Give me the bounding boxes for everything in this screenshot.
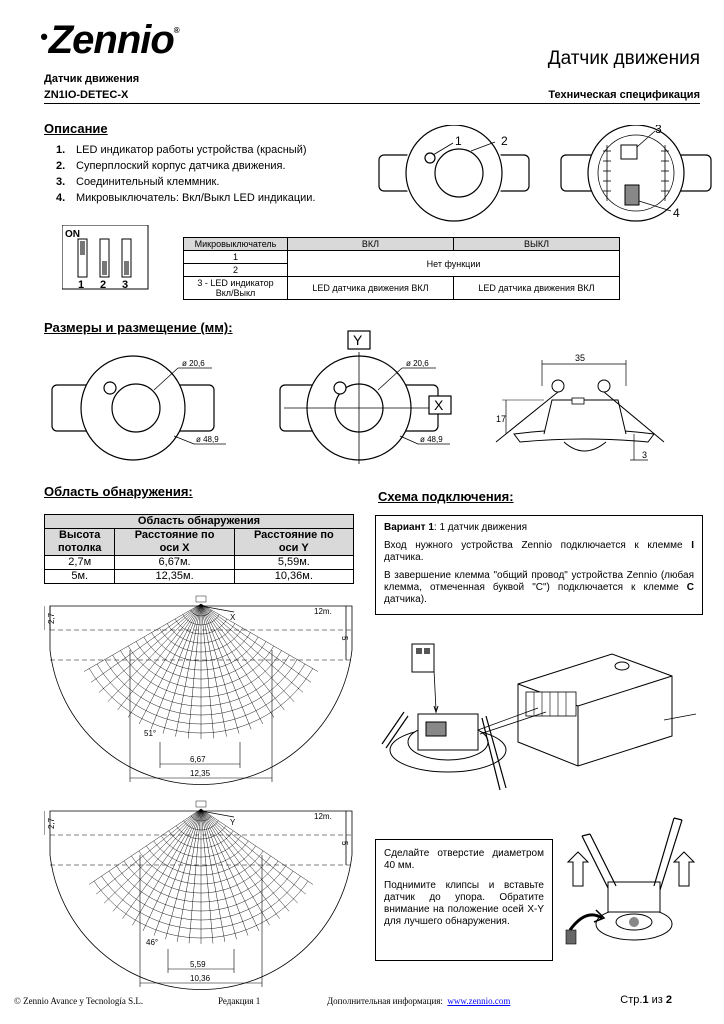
installation-illustration xyxy=(565,817,696,945)
svg-text:51°: 51° xyxy=(144,729,156,738)
svg-text:Y: Y xyxy=(230,818,236,827)
wiring-heading: Схема подключения: xyxy=(378,489,514,504)
callout-1: 1 xyxy=(455,134,462,148)
axis-y-label: Y xyxy=(353,332,363,348)
svg-text:5: 5 xyxy=(340,841,349,846)
svg-text:12m.: 12m. xyxy=(314,812,332,821)
table-row: 5м.12,35м.10,36м. xyxy=(43,569,355,584)
header-divider xyxy=(44,103,700,104)
description-list: 1.LED индикатор работы устройства (красн… xyxy=(56,142,315,206)
product-name: Датчик движения xyxy=(44,73,140,85)
detection-diagram-x: 2,7 5 12m. X 51° 6,67 12,35 xyxy=(44,595,353,785)
svg-text:ø 20,6: ø 20,6 xyxy=(182,359,205,368)
svg-text:2: 2 xyxy=(100,279,106,291)
footer-edition: Редакция 1 xyxy=(218,996,261,1006)
list-item: 2.Суперплоский корпус датчика движения. xyxy=(56,160,286,172)
list-item: 1.LED индикатор работы устройства (красн… xyxy=(56,144,307,156)
wiring-text-box: Вариант 1: 1 датчик движения Вход нужног… xyxy=(375,515,703,615)
svg-text:46°: 46° xyxy=(146,938,158,947)
svg-text:ø 20,6: ø 20,6 xyxy=(406,359,429,368)
svg-text:2,7: 2,7 xyxy=(47,817,56,829)
product-model: ZN1IO-DETEC-X xyxy=(44,89,129,101)
svg-text:3: 3 xyxy=(642,450,647,460)
svg-text:ø 48,9: ø 48,9 xyxy=(420,435,443,444)
zennio-logo: •Zennio® xyxy=(40,18,180,62)
detection-heading: Область обнаружения: xyxy=(44,484,193,499)
list-item: 4.Микровыключатель: Вкл/Выкл LED индикац… xyxy=(56,192,316,204)
callout-2: 2 xyxy=(501,134,508,148)
svg-text:X: X xyxy=(230,613,236,622)
svg-text:1: 1 xyxy=(78,279,84,291)
doc-type: Техническая спецификация xyxy=(548,89,700,101)
dip-on-label: ON xyxy=(65,229,80,240)
axis-x-label: X xyxy=(434,397,444,413)
svg-text:12m.: 12m. xyxy=(314,607,332,616)
installation-text-box: Сделайте отверстие диаметром 40 мм. Подн… xyxy=(375,839,553,961)
svg-text:5,59: 5,59 xyxy=(190,960,206,969)
wiring-illustration xyxy=(381,643,697,791)
detection-diagram-y: 2,7 5 12m. Y 46° 5,59 10,36 xyxy=(44,800,353,990)
svg-text:ø 48,9: ø 48,9 xyxy=(196,435,219,444)
svg-text:6,67: 6,67 xyxy=(190,755,206,764)
sensor-front-rear-drawing: 1 2 3 4 xyxy=(378,125,712,223)
dimension-drawings: ø 20,6 ø 48,9 Y X ø 20,6 ø 48,9 35 17 3 xyxy=(51,330,665,464)
svg-text:5: 5 xyxy=(340,636,349,641)
dip-switch-drawing: ON 1 2 3 xyxy=(62,225,149,291)
website-link[interactable]: www.zennio.com xyxy=(447,996,511,1006)
callout-3: 3 xyxy=(655,125,662,136)
svg-text:35: 35 xyxy=(575,353,585,363)
svg-text:17: 17 xyxy=(496,414,506,424)
page-number: Стр.1 из 2 xyxy=(620,994,672,1006)
callout-4: 4 xyxy=(673,206,680,220)
dimensions-heading: Размеры и размещение (мм): xyxy=(44,320,233,335)
svg-text:12,35: 12,35 xyxy=(190,769,211,778)
svg-text:3: 3 xyxy=(122,279,128,291)
svg-text:2,7: 2,7 xyxy=(47,612,56,624)
description-heading: Описание xyxy=(44,121,108,136)
list-item: 3.Соединительный клеммник. xyxy=(56,176,220,188)
footer-more-info: Дополнительная информация: www.zennio.co… xyxy=(327,996,511,1006)
svg-text:10,36: 10,36 xyxy=(190,974,211,983)
footer-company: © Zennio Avance y Tecnología S.L. xyxy=(14,996,144,1006)
page-title: Датчик движения xyxy=(547,48,700,69)
